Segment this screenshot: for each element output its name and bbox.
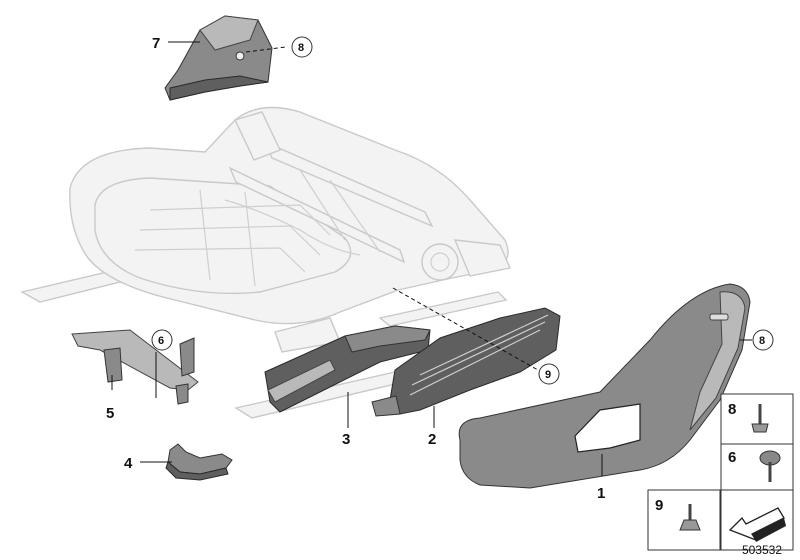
callout-9: 9: [545, 369, 551, 381]
legend-item-8: 8: [728, 401, 736, 418]
hardware-legend: 8 6 9: [647, 393, 794, 551]
callout-8-top-circle: [291, 36, 313, 58]
callout-1: 1: [597, 485, 605, 502]
legend-item-6: 6: [728, 449, 736, 466]
screw-6-icon: [759, 450, 781, 482]
document-id: 503532: [741, 543, 782, 557]
callout-8-right: 8: [759, 335, 765, 347]
part-5-bracket: [71, 329, 199, 405]
callout-7: 7: [152, 35, 160, 52]
callout-3: 3: [342, 431, 350, 448]
callout-8-top: 8: [298, 42, 304, 54]
legend-item-9: 9: [655, 497, 663, 514]
callout-5: 5: [106, 405, 114, 422]
leader-lines: [111, 41, 752, 476]
callout-2: 2: [428, 431, 436, 448]
screw-8-icon: [751, 404, 769, 433]
clip-9-icon: [679, 504, 701, 531]
seat-frame: [20, 106, 511, 419]
part-7-bracket: [164, 15, 273, 101]
direction-arrow-icon: [728, 507, 786, 542]
callout-9-circle: [538, 363, 560, 385]
part-3-trim: [264, 325, 431, 413]
part-2-carrier: [371, 307, 561, 417]
part-4-clip: [165, 443, 233, 481]
callout-6: 6: [158, 335, 164, 347]
callout-8-right-circle: [752, 329, 774, 351]
callout-4: 4: [124, 455, 133, 472]
callout-6-circle: [151, 329, 173, 351]
part-1-outer-trim: [458, 283, 751, 489]
